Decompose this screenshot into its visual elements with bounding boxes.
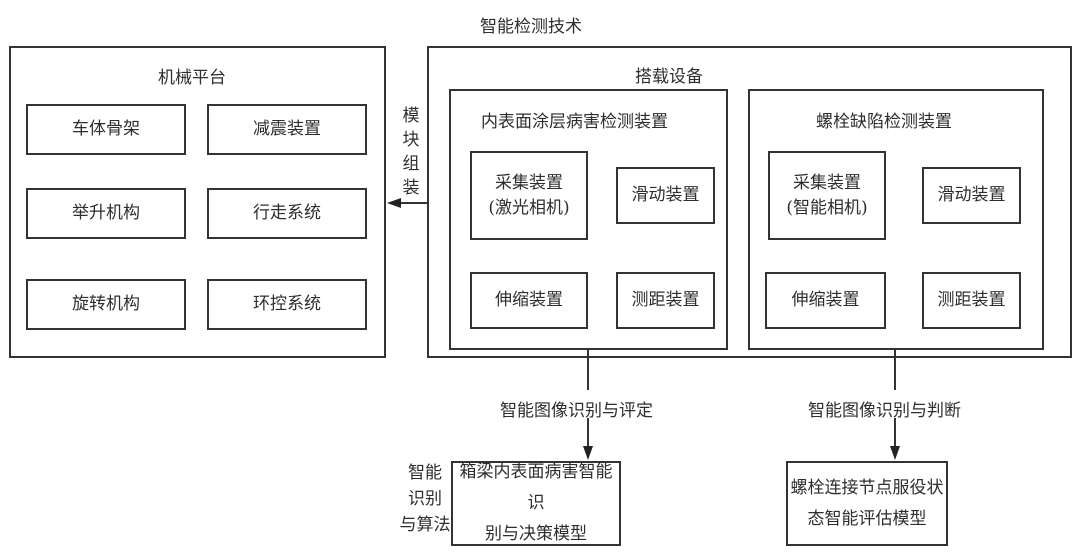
left-flow-line-top (587, 350, 589, 390)
module-assembly-label: 模 块 组 装 (400, 104, 422, 200)
module-assembly-connector (398, 202, 428, 204)
model-label-line: 箱梁内表面病害智能识 (459, 462, 613, 513)
arrow-down-icon (583, 446, 593, 460)
bolt-defect-device-title: 螺栓缺陷检测装置 (816, 112, 952, 132)
bolt-acquisition-device: 采集装置 (智能相机) (768, 151, 886, 240)
model-label-line: 别与决策模型 (485, 524, 587, 544)
platform-item-lifting: 举升机构 (26, 188, 186, 239)
ranging-label: 测距装置 (631, 290, 700, 310)
acquisition-label: 采集装置 (793, 172, 861, 193)
platform-item-label: 举升机构 (72, 203, 140, 223)
algorithm-label-line: 识别 (408, 489, 442, 509)
telescopic-label: 伸缩装置 (495, 290, 563, 310)
module-assembly-char: 块 (402, 130, 420, 150)
module-assembly-char: 装 (402, 178, 420, 198)
right-flow-label: 智能图像识别与判断 (808, 401, 961, 421)
platform-item-damping: 减震装置 (207, 104, 367, 155)
left-flow-line-bottom (587, 418, 589, 448)
acquisition-sublabel: (激光相机) (488, 197, 570, 218)
mechanical-platform-title: 机械平台 (158, 68, 226, 88)
bolt-ranging-device: 测距装置 (922, 272, 1021, 329)
module-assembly-char: 模 (402, 106, 420, 126)
inner-coating-device-title: 内表面涂层病害检测装置 (481, 112, 668, 132)
bolt-defect-device-box: 螺栓缺陷检测装置 采集装置 (智能相机) 滑动装置 伸缩装置 测距装置 (748, 89, 1044, 350)
module-assembly-char: 组 (402, 154, 420, 174)
right-flow-line-bottom (894, 418, 896, 448)
diagram-title: 智能检测技术 (480, 17, 582, 37)
model-label-line: 态智能评估模型 (807, 508, 927, 529)
platform-item-walking: 行走系统 (207, 188, 367, 239)
left-flow-label: 智能图像识别与评定 (500, 401, 653, 421)
inner-acquisition-device: 采集装置 (激光相机) (470, 151, 588, 240)
mechanical-platform-frame: 机械平台 车体骨架 减震装置 举升机构 行走系统 旋转机构 环控系统 (9, 46, 386, 358)
platform-item-env-control: 环控系统 (207, 279, 367, 330)
bolt-telescopic-device: 伸缩装置 (765, 272, 886, 329)
ranging-label: 测距装置 (937, 290, 1006, 310)
algorithm-label-line: 智能 (408, 463, 442, 483)
inner-sliding-device: 滑动装置 (616, 167, 715, 224)
algorithm-label-line: 与算法 (399, 515, 451, 535)
platform-item-label: 车体骨架 (72, 119, 140, 139)
inner-ranging-device: 测距装置 (616, 272, 715, 329)
platform-item-label: 旋转机构 (72, 294, 140, 314)
bolt-sliding-device: 滑动装置 (922, 167, 1021, 224)
sliding-label: 滑动装置 (631, 185, 700, 205)
algorithm-label: 智能 识别 与算法 (395, 460, 455, 538)
model-label-line: 螺栓连接节点服役状 (790, 477, 944, 498)
telescopic-label: 伸缩装置 (791, 290, 860, 310)
arrow-left-icon (387, 198, 401, 208)
inner-telescopic-device: 伸缩装置 (470, 272, 588, 329)
acquisition-label: 采集装置 (495, 172, 563, 193)
platform-item-body-frame: 车体骨架 (26, 104, 186, 155)
box-girder-decision-model: 箱梁内表面病害智能识 别与决策模型 (451, 461, 621, 546)
acquisition-sublabel: (智能相机) (786, 197, 868, 218)
right-flow-line-top (894, 350, 896, 390)
platform-item-label: 减震装置 (253, 119, 321, 139)
inner-coating-device-box: 内表面涂层病害检测装置 采集装置 (激光相机) 滑动装置 伸缩装置 测距装置 (449, 89, 728, 350)
arrow-down-icon (890, 446, 900, 460)
platform-item-rotation: 旋转机构 (26, 279, 186, 330)
platform-item-label: 环控系统 (253, 294, 321, 314)
carrier-equipment-title: 搭载设备 (635, 67, 703, 87)
bolt-service-state-model: 螺栓连接节点服役状 态智能评估模型 (786, 461, 948, 546)
sliding-label: 滑动装置 (937, 185, 1006, 205)
platform-item-label: 行走系统 (253, 203, 321, 223)
